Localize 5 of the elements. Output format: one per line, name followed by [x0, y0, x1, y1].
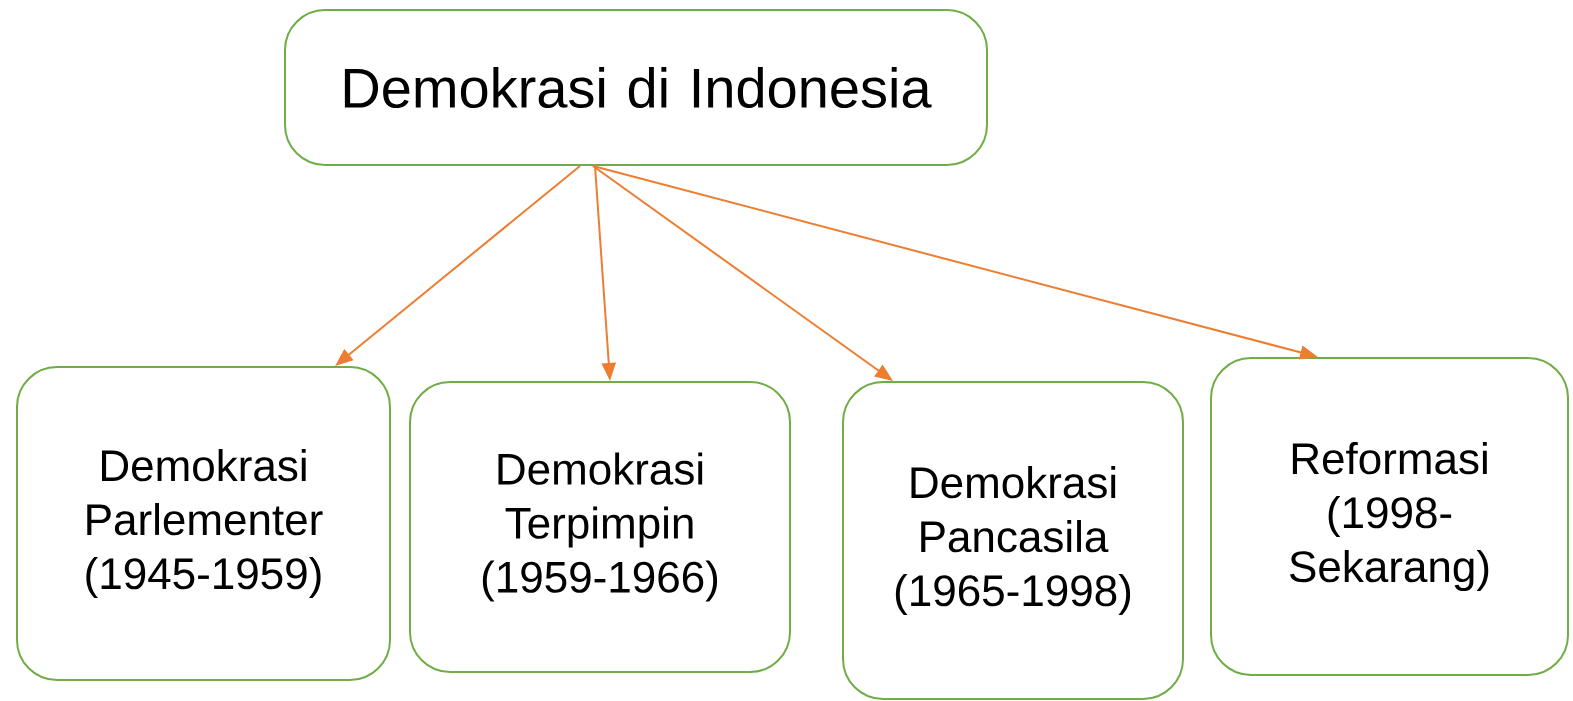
era-box: Demokrasi Parlementer (1945-1959) [16, 366, 391, 681]
era-box: Demokrasi Pancasila (1965-1998) [842, 381, 1184, 700]
era-box: Demokrasi Terpimpin (1959-1966) [409, 381, 791, 673]
era-box: Reformasi (1998- Sekarang) [1210, 357, 1570, 676]
title-box: Demokrasi di Indonesia [284, 9, 988, 166]
